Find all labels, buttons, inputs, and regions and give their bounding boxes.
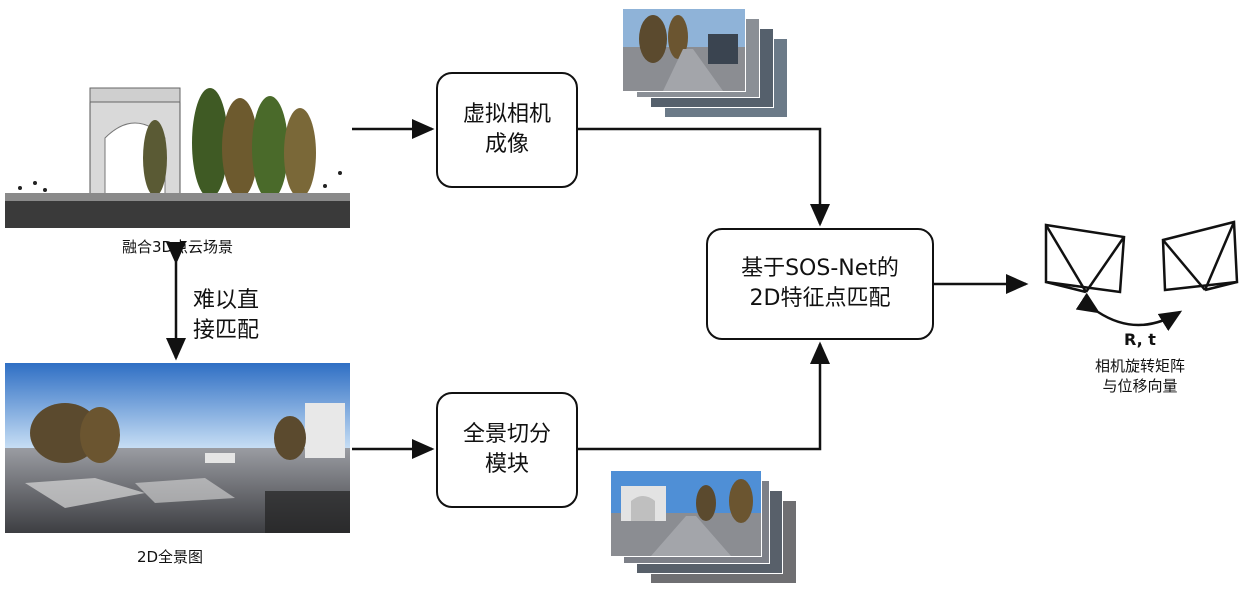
split-image-stack — [610, 470, 800, 585]
pose-caption-line1: 相机旋转矩阵 — [1094, 357, 1185, 375]
sosnet-matching-box: 基于SOS-Net的 2D特征点匹配 — [706, 228, 934, 340]
virtual-camera-box: 虚拟相机 成像 — [436, 72, 578, 188]
panorama-split-line2: 模块 — [484, 452, 529, 477]
virtual-camera-line1: 虚拟相机 — [462, 102, 551, 128]
arrow-camera-to-matching — [578, 127, 830, 227]
point-cloud-image — [5, 78, 350, 228]
matching-line1: 基于SOS-Net的 — [741, 256, 899, 282]
camera-frustum-left — [1044, 223, 1126, 294]
virtual-image-stack — [622, 8, 792, 118]
pose-label: R, t — [1124, 330, 1156, 349]
note-line2: 接匹配 — [193, 317, 260, 343]
matching-line2: 2D特征点匹配 — [749, 286, 891, 311]
panorama-caption: 2D全景图 — [136, 548, 204, 566]
pose-caption-line2: 与位移向量 — [1102, 377, 1178, 396]
panorama-split-box: 全景切分 模块 — [436, 392, 578, 508]
difficult-match-note: 难以直 接匹配 — [193, 286, 259, 345]
note-line1: 难以直 — [193, 288, 260, 313]
pose-relation-arrow — [1075, 292, 1183, 332]
virtual-camera-line2: 成像 — [484, 132, 529, 157]
camera-frustum-right — [1161, 220, 1239, 292]
panorama-split-line1: 全景切分 — [462, 422, 551, 448]
pose-caption: 相机旋转矩阵 与位移向量 — [1070, 356, 1210, 397]
arrow-split-to-matching — [578, 341, 830, 451]
panorama-image — [5, 363, 350, 533]
